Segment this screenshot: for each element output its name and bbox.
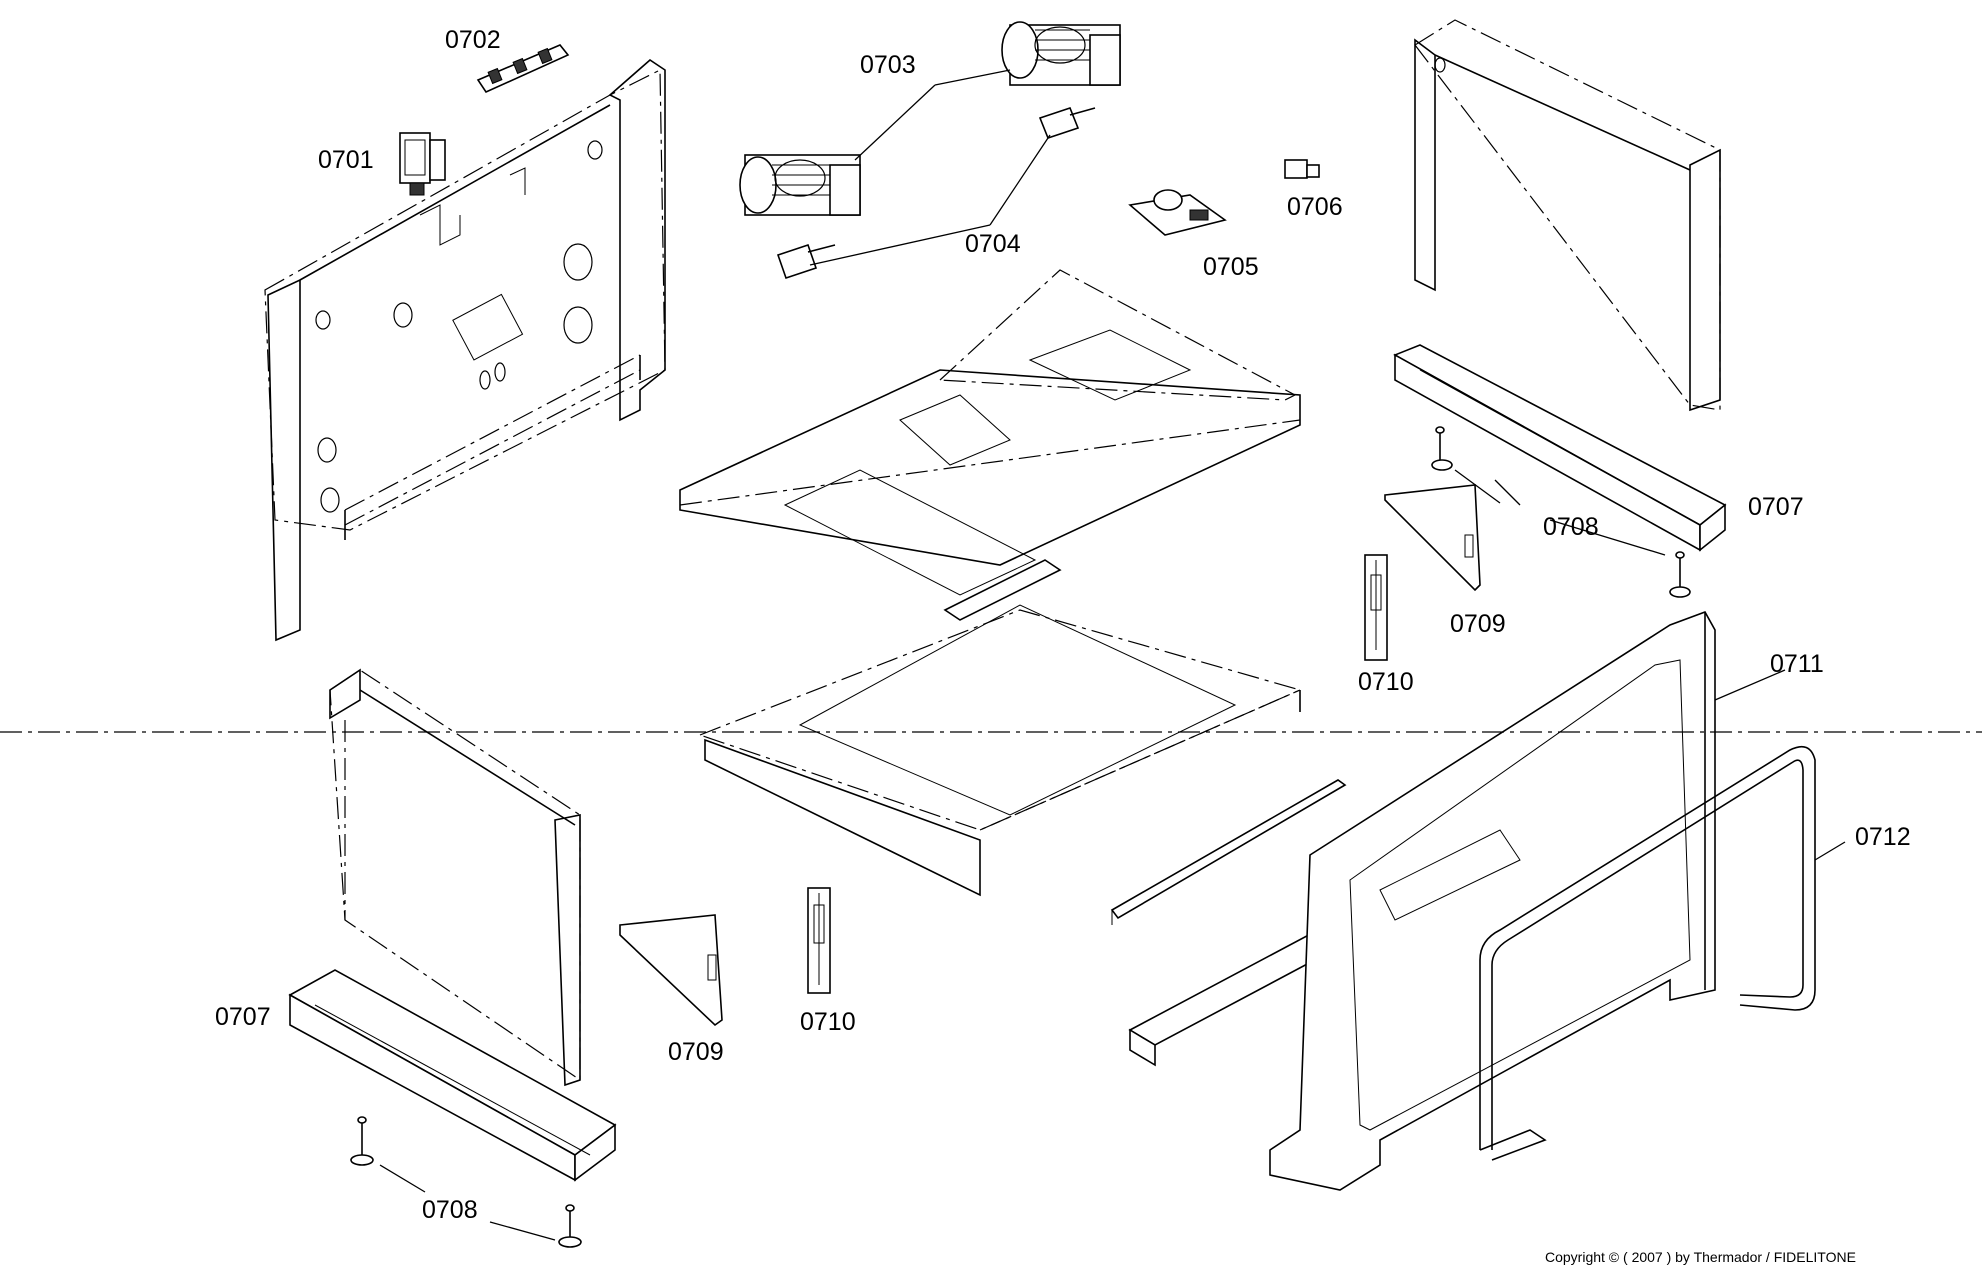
part-0706-sensor <box>1284 159 1320 179</box>
part-0704-bracket-left <box>776 243 836 280</box>
label-0701: 0701 <box>318 146 374 174</box>
label-0707-left: 0707 <box>215 1003 271 1031</box>
lower-rail-upper <box>1110 779 1347 925</box>
part-0705-thermostat-bracket <box>1128 189 1227 236</box>
label-0707-right: 0707 <box>1748 493 1804 521</box>
label-0710-right: 0710 <box>1358 668 1414 696</box>
label-0708-left: 0708 <box>422 1196 478 1224</box>
leader-lines <box>379 69 1846 1241</box>
label-0709-right: 0709 <box>1450 610 1506 638</box>
label-0708-right: 0708 <box>1543 513 1599 541</box>
center-lower-tray <box>698 604 1302 897</box>
label-0712: 0712 <box>1855 823 1911 851</box>
part-0702-terminal-block <box>476 44 570 94</box>
part-0710-hinge-receiver-right <box>1364 554 1388 661</box>
part-0703-fan-motor-left <box>739 154 861 216</box>
right-side-panel <box>1414 19 1721 412</box>
label-0710-left: 0710 <box>800 1008 856 1036</box>
part-0709-gusset-left <box>619 914 723 1027</box>
part-0710-hinge-receiver-left <box>807 887 831 994</box>
label-0706: 0706 <box>1287 193 1343 221</box>
part-0708-leveling-leg-right-1 <box>1431 426 1453 471</box>
part-labels: 0701 0702 0703 0704 0705 0706 0707 0708 … <box>215 26 1911 1224</box>
label-0704: 0704 <box>965 230 1021 258</box>
label-0711: 0711 <box>1770 650 1824 678</box>
label-0702: 0702 <box>445 26 501 54</box>
part-0701-switch <box>399 132 446 196</box>
part-0707-base-channel-left <box>288 969 617 1182</box>
copyright-notice: Copyright © ( 2007 ) by Thermador / FIDE… <box>1545 1249 1856 1265</box>
part-0709-gusset-right <box>1384 484 1481 592</box>
center-upper-tray <box>679 269 1301 621</box>
label-0705: 0705 <box>1203 253 1259 281</box>
label-0703: 0703 <box>860 51 916 79</box>
part-0708-leveling-leg-left-2 <box>558 1204 582 1248</box>
part-0708-leveling-leg-left-1 <box>350 1116 374 1166</box>
label-0709-left: 0709 <box>668 1038 724 1066</box>
part-0703-fan-motor-right <box>1001 21 1121 86</box>
left-lower-side-panel <box>329 668 581 1087</box>
part-0712-tube-rail <box>1479 745 1816 1161</box>
part-0708-leveling-leg-right-2 <box>1669 551 1691 598</box>
part-0707-base-channel-right <box>1393 344 1727 552</box>
part-0704-bracket-right <box>1038 107 1096 139</box>
left-rear-panel <box>264 58 666 642</box>
part-0711-front-frame <box>1269 611 1716 1191</box>
